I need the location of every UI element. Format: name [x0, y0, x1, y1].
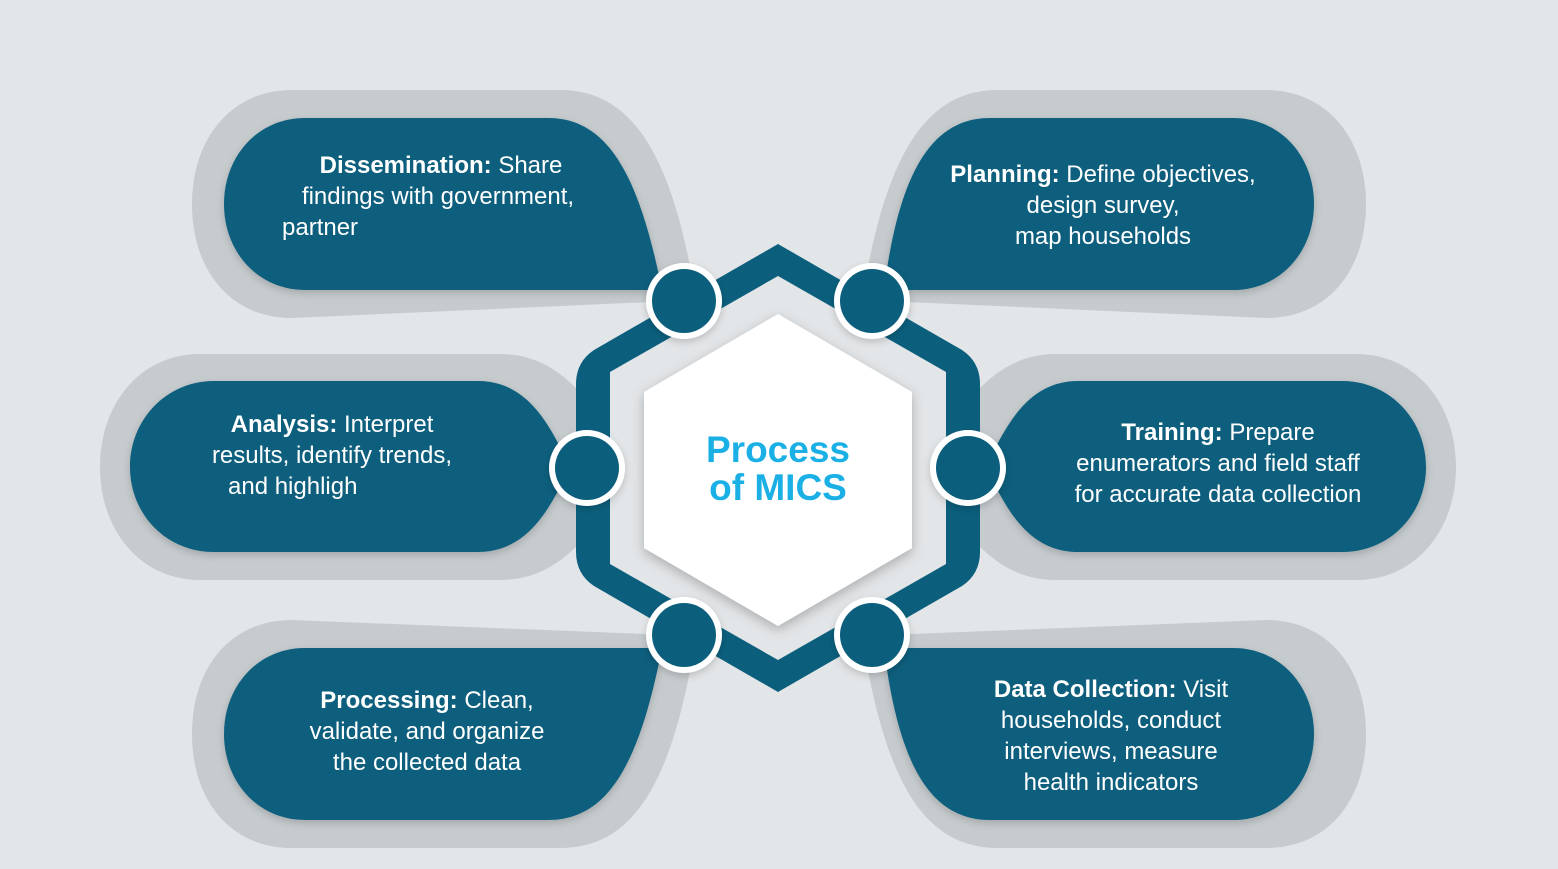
training-heading: Training: [1121, 419, 1223, 446]
data-collection-text: Data Collection: Visit households, condu… [966, 674, 1256, 798]
training-text: Training: Prepare enumerators and field … [1048, 417, 1388, 510]
analysis-line2: results, identify trends, [211, 442, 453, 469]
dissemination-heading: Dissemination: [319, 152, 492, 179]
processing-line1: Clean, [464, 687, 534, 714]
planning-heading: Planning: [950, 161, 1060, 188]
card-training [986, 381, 1426, 552]
analysis-text: Analysis: Interpret results, identify tr… [192, 409, 472, 502]
planning-line2: design survey, [1026, 192, 1180, 219]
training-line2: enumerators and field staff [1076, 450, 1360, 477]
processing-heading: Processing: [320, 687, 458, 714]
planning-text: Planning: Define objectives, design surv… [938, 159, 1268, 252]
hex-center [644, 314, 912, 626]
node-data-collection [834, 597, 910, 673]
card-analysis [130, 381, 570, 552]
data-collection-line1: Visit [1183, 676, 1229, 703]
dissemination-text: Dissemination: Share findings with gover… [278, 150, 598, 243]
card-data-collection [884, 648, 1314, 820]
dissemination-line3: partner [282, 214, 359, 241]
node-training [930, 430, 1006, 506]
dissemination-line1: Share [498, 152, 563, 179]
node-planning [834, 263, 910, 339]
data-collection-line3: interviews, measure [1004, 738, 1218, 765]
cards [130, 118, 1426, 820]
training-line3: for accurate data collection [1074, 481, 1362, 508]
processing-line2: validate, and organize [309, 718, 545, 745]
node-processing [646, 597, 722, 673]
analysis-line1: Interpret [344, 411, 434, 438]
processing-line3: the collected data [332, 749, 522, 776]
node-dissemination [646, 263, 722, 339]
node-circles [549, 263, 1006, 673]
data-collection-heading: Data Collection: [993, 676, 1177, 703]
planning-line3: map households [1014, 223, 1192, 250]
dissemination-line2: findings with government, [301, 183, 575, 210]
card-dissemination [224, 118, 662, 290]
center-title-line1: Process [706, 429, 850, 470]
data-collection-line4: health indicators [1023, 769, 1199, 796]
planning-line1: Define objectives, [1066, 161, 1256, 188]
center-title: Process of MICS [652, 431, 904, 507]
card-processing [224, 648, 662, 820]
center-title-line2: of MICS [709, 467, 847, 508]
analysis-heading: Analysis: [230, 411, 338, 438]
node-analysis [549, 430, 625, 506]
training-line1: Prepare [1229, 419, 1315, 446]
processing-text: Processing: Clean, validate, and organiz… [287, 685, 567, 778]
analysis-line3: and highligh [228, 473, 358, 500]
data-collection-line2: households, conduct [1000, 707, 1222, 734]
card-planning [884, 118, 1314, 290]
hexagon-ring [576, 244, 980, 692]
